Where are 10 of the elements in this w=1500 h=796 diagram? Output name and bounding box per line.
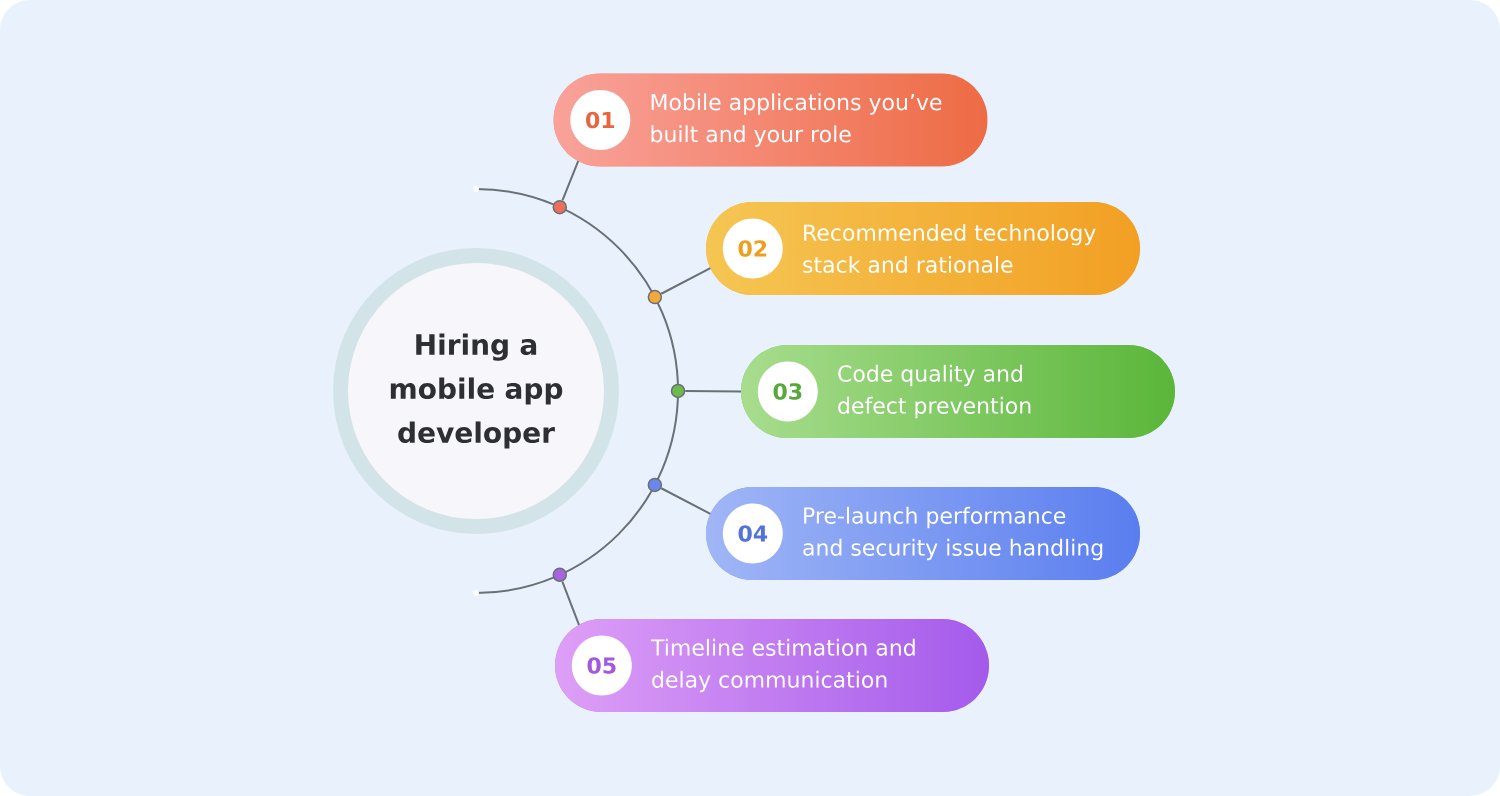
number-badge: 02 [722, 218, 783, 279]
number-badge: 04 [722, 503, 783, 564]
connector-line [561, 580, 580, 626]
connector-line [684, 390, 742, 393]
connector-line [660, 267, 712, 295]
connector-line [561, 160, 580, 202]
number-badge: 01 [570, 90, 631, 150]
number-badge: 03 [757, 361, 818, 422]
number-badge: 05 [571, 635, 632, 696]
connector-line [660, 487, 712, 515]
